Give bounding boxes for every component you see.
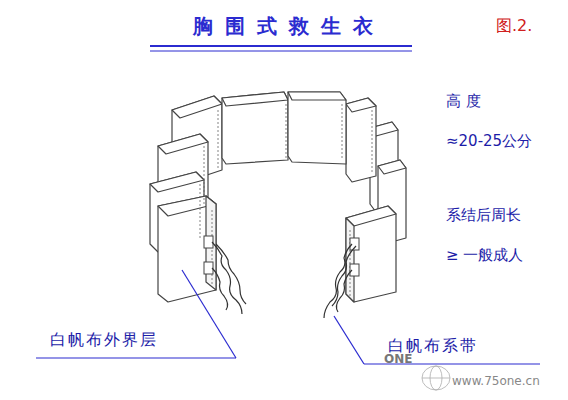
note-value: ≥ 一般成人	[446, 246, 523, 264]
figure-number: 图.2.	[496, 16, 532, 35]
dimension-label: 高 度	[446, 92, 481, 110]
note-label: 系结后周长	[446, 206, 521, 224]
title: 胸围式救生衣	[193, 14, 385, 38]
part-label: 白帆布外界层	[50, 330, 158, 349]
watermark: www.75one.cn	[452, 374, 540, 388]
dimension-value: ≈20-25公分	[446, 132, 532, 150]
watermark: ONE	[384, 352, 412, 366]
